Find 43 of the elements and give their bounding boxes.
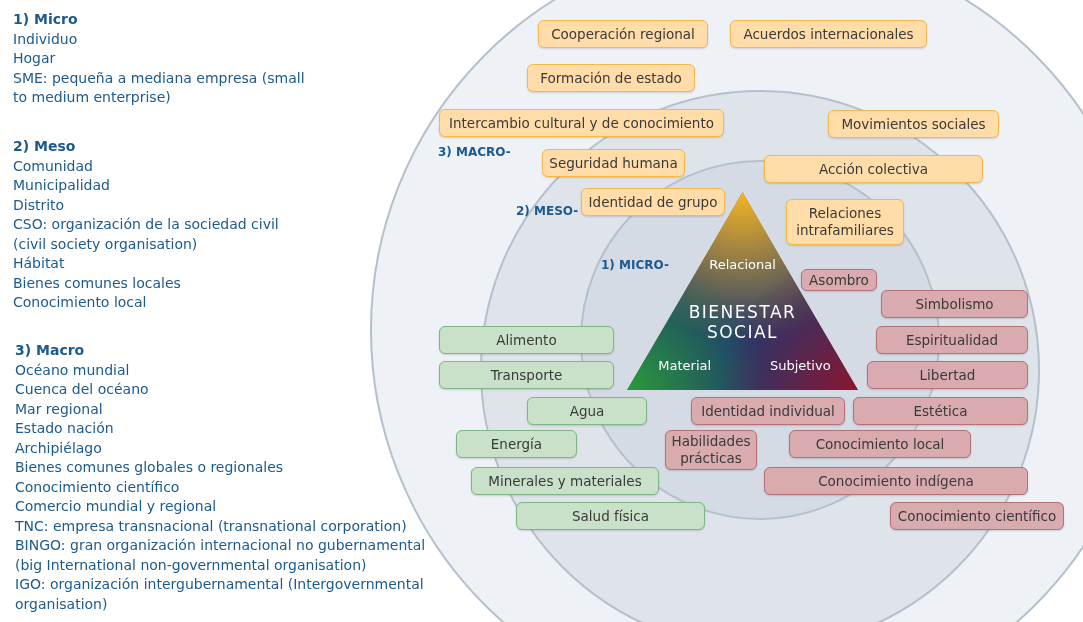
scale-item: Conocimiento científico [15,477,180,497]
level-heading: 3) Macro [15,341,85,360]
concept-box: Movimientos sociales [828,110,999,138]
scale-item: Estado nación [15,419,114,438]
scale-item: Cuenca del océano [15,380,149,399]
scale-item: BINGO: gran organización internacional no gubernamental (big International non-governmental organisation) [15,536,427,575]
concept-box: Relaciones intrafamiliares [786,199,904,245]
scale-item: Bienes comunes globales o regionales [15,458,284,477]
scale-item: Archipiélago [15,438,102,458]
concept-box: Identidad de grupo [581,188,725,216]
scale-item: Océano mundial [15,360,130,380]
scale-item: IGO: organización intergubernamental (Intergovernmental organisation) [15,575,425,614]
ring-label: 1) MICRO- [601,258,669,272]
level-heading: 2) Meso [13,137,76,156]
scale-item: Individuo [13,29,78,49]
scale-item: Hogar [13,49,56,68]
scale-item: Municipalidad [13,176,110,195]
concept-box: Asombro [801,269,877,291]
ring-label: 3) MACRO- [438,145,511,159]
scale-item: Mar regional [15,399,103,419]
scale-item: Comunidad [13,156,93,176]
scale-item: Hábitat [13,254,65,273]
ring-label: 2) MESO- [516,204,579,218]
triangle-title: BIENESTAR SOCIAL [687,302,798,342]
scale-item: Conocimiento local [13,293,147,312]
scale-item: CSO: organización de la sociedad civil (civil society organisation) [13,215,280,254]
concept-box: Acuerdos internacionales [730,20,927,48]
scale-item: Bienes comunes locales [13,273,181,293]
concept-box: Seguridad humana [542,149,685,177]
concept-box: Simbolismo [881,290,1028,318]
scale-item: Distrito [13,195,65,215]
scale-item: Comercio mundial y regional [15,497,217,516]
level-heading: 1) Micro [13,10,78,29]
corner-label: Subjetivo [769,358,831,373]
corner-label: Relacional [709,257,776,272]
concept-box: Cooperación regional [538,20,708,48]
concept-box: Intercambio cultural y de conocimiento [439,109,724,137]
concept-box: Alimento [439,326,614,354]
scale-item: TNC: empresa transnacional (transnational corporation) [15,516,408,536]
scale-item: SME: pequeña a mediana empresa (small to medium enterprise) [13,68,306,107]
concept-box: Formación de estado [527,64,695,92]
corner-label: Material [658,358,712,373]
concept-box: Acción colectiva [764,155,983,183]
